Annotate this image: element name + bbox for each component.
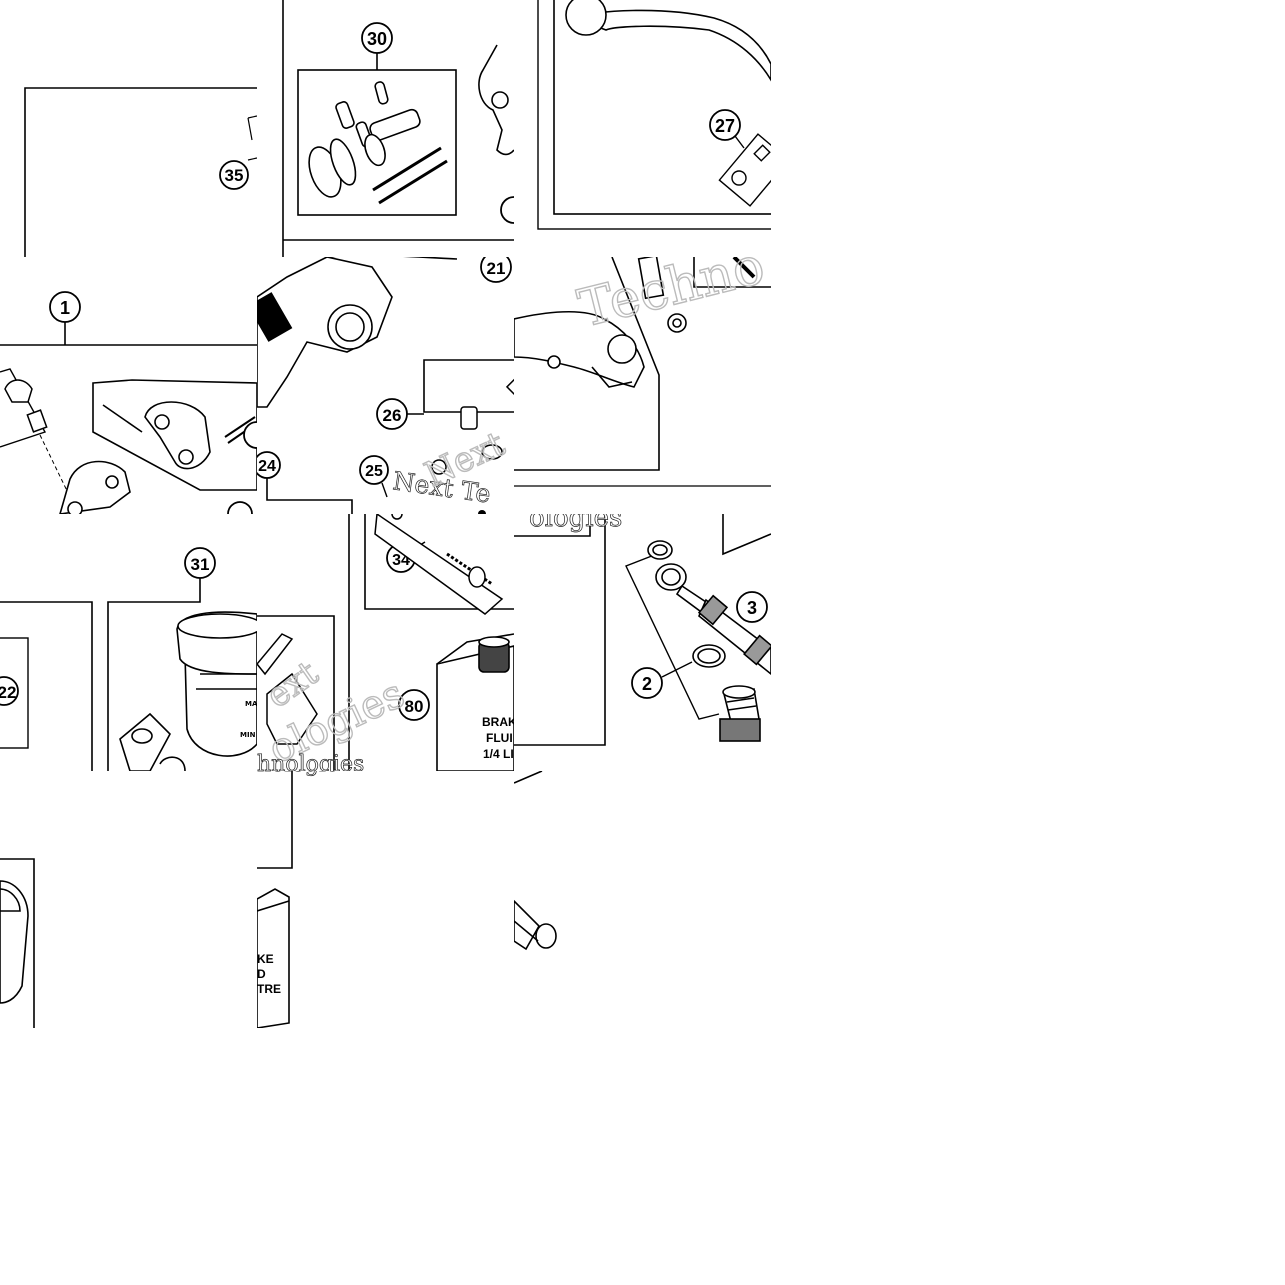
adjuster-screw-icon [731,144,771,186]
tile-fluid-box-lower: nologie KE D TRE [257,771,514,1028]
lever-pivot-icon [257,257,458,408]
callout-24: 24 [257,451,281,479]
callout-35-label: 35 [225,166,244,185]
svg-text:1: 1 [60,298,70,318]
tile-brake-hose: ologies 3 [514,514,771,771]
fluid-label-line: D [257,967,266,981]
tile-reservoir-lower [0,771,257,1028]
callout-2-partial [500,196,514,224]
pivot-bolt-icon [431,375,514,475]
fluid-label-line: KE [257,952,274,966]
callout-1: 1 [49,291,81,323]
bleed-nipple-icon [4,379,48,433]
callout-3: 3 [736,591,768,623]
callout-31: 31 [184,547,216,579]
hose-end-icon [514,899,557,951]
callout-80: 80 [398,689,430,721]
svg-text:21: 21 [487,259,506,278]
svg-text:24: 24 [258,458,276,475]
clamp-body-icon [92,379,257,491]
callout-2-partial-left [243,421,257,449]
watermark-text: nologie [257,771,339,777]
tile-master-cylinder-left: 1 [0,257,257,514]
tile-lever-top: 27 [514,0,771,257]
tile-seal-kit: 30 [257,0,514,257]
spring-icon [372,146,448,205]
tile-hose-end [514,771,771,1028]
callout-35: 35 [219,160,249,190]
watermark-text: hnologies [257,752,364,771]
brake-lever-icon [565,0,771,82]
tile-top-left: 35 [0,0,257,257]
svg-text:25: 25 [365,463,383,480]
mount-bracket-icon [59,460,131,514]
fluid-reservoir-lower-icon [0,880,29,1004]
callout-25: 25 [359,455,389,485]
banjo-bolt-icon [719,685,761,742]
brake-fluid-box-lower-icon [257,888,290,1028]
callout-22-partial: 22 [0,676,19,706]
crush-washer-icon [647,540,726,668]
pin-icon [257,633,318,745]
svg-text:30: 30 [367,29,387,49]
reservoir-max-mark: MAX [245,700,257,708]
tile-brake-fluid: 34 80 BRAK FLUI 1/4 LI ext [257,514,514,771]
fluid-label-line: TRE [257,982,281,996]
master-cylinder-body-icon [478,44,514,156]
brake-fluid-bottle-icon [436,633,514,771]
brake-lever-blade-icon [514,311,645,388]
pushrod-icon [374,514,504,615]
svg-text:2: 2 [642,674,652,694]
svg-text:80: 80 [405,697,424,716]
tile-center-parts: 21 26 24 25 Next [257,257,514,514]
tile-reservoir: 22 31 MAX MIN [0,514,257,771]
callout-27: 27 [709,109,741,141]
fluid-label-line: 1/4 LI [483,747,514,761]
brake-hose-icon [697,594,771,676]
reservoir-bracket-icon [119,712,186,771]
fluid-reservoir-icon [176,611,257,757]
svg-text:27: 27 [715,116,735,136]
reservoir-min-mark: MIN [240,731,256,739]
locknut-icon [637,257,687,333]
svg-text:31: 31 [191,555,210,574]
watermark-text: ologies [529,514,622,533]
banjo-fitting-icon [655,563,711,616]
callout-26: 26 [376,398,408,430]
piston-seals-icon [308,81,421,198]
callout-21: 21 [480,257,512,283]
callout-2: 2 [631,667,663,699]
svg-text:3: 3 [747,598,757,618]
fluid-label-line: BRAK [482,715,514,729]
fluid-label-line: FLUI [486,731,513,745]
callout-30: 30 [361,22,393,54]
tile-lever-bottom: Techno [514,257,771,514]
svg-text:22: 22 [0,683,16,702]
svg-text:26: 26 [383,406,402,425]
